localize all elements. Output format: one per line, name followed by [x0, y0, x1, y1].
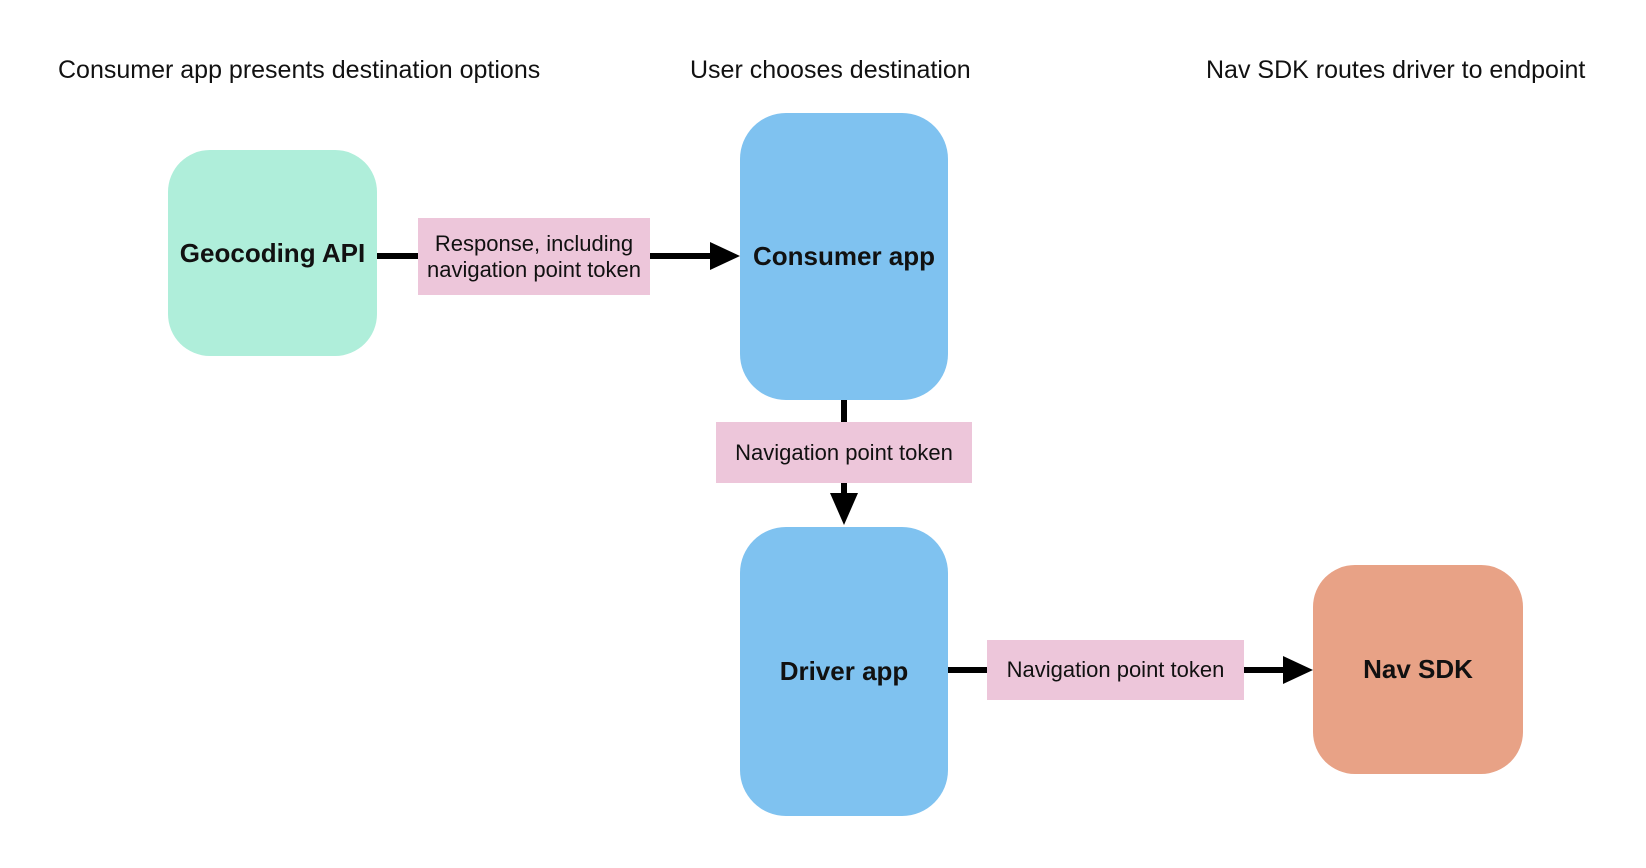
node-nav-sdk-label: Nav SDK [1363, 654, 1473, 684]
node-geocoding-api-label: Geocoding API [179, 237, 366, 268]
node-driver-app: Driver app [740, 527, 948, 816]
stage-header-navsdk-routes: Nav SDK routes driver to endpoint [1206, 56, 1586, 84]
node-nav-sdk: Nav SDK [1313, 565, 1523, 774]
arrowhead-right-icon [1283, 656, 1313, 684]
arrowhead-down-icon [830, 493, 858, 525]
arrowhead-right-icon [710, 242, 740, 270]
edge-label-response-including-token: Response, including navigation point tok… [418, 218, 650, 295]
stage-header-consumer-presents: Consumer app presents destination option… [58, 56, 541, 84]
node-consumer-app: Consumer app [740, 113, 948, 400]
node-consumer-app-label: Consumer app [752, 241, 936, 271]
edge-label-navigation-point-token-2: Navigation point token [987, 640, 1244, 700]
stage-header-user-chooses: User chooses destination [690, 56, 971, 84]
edge-label-navigation-point-token-1: Navigation point token [716, 422, 972, 483]
node-driver-app-label: Driver app [779, 656, 909, 686]
node-geocoding-api: Geocoding API [168, 150, 377, 356]
